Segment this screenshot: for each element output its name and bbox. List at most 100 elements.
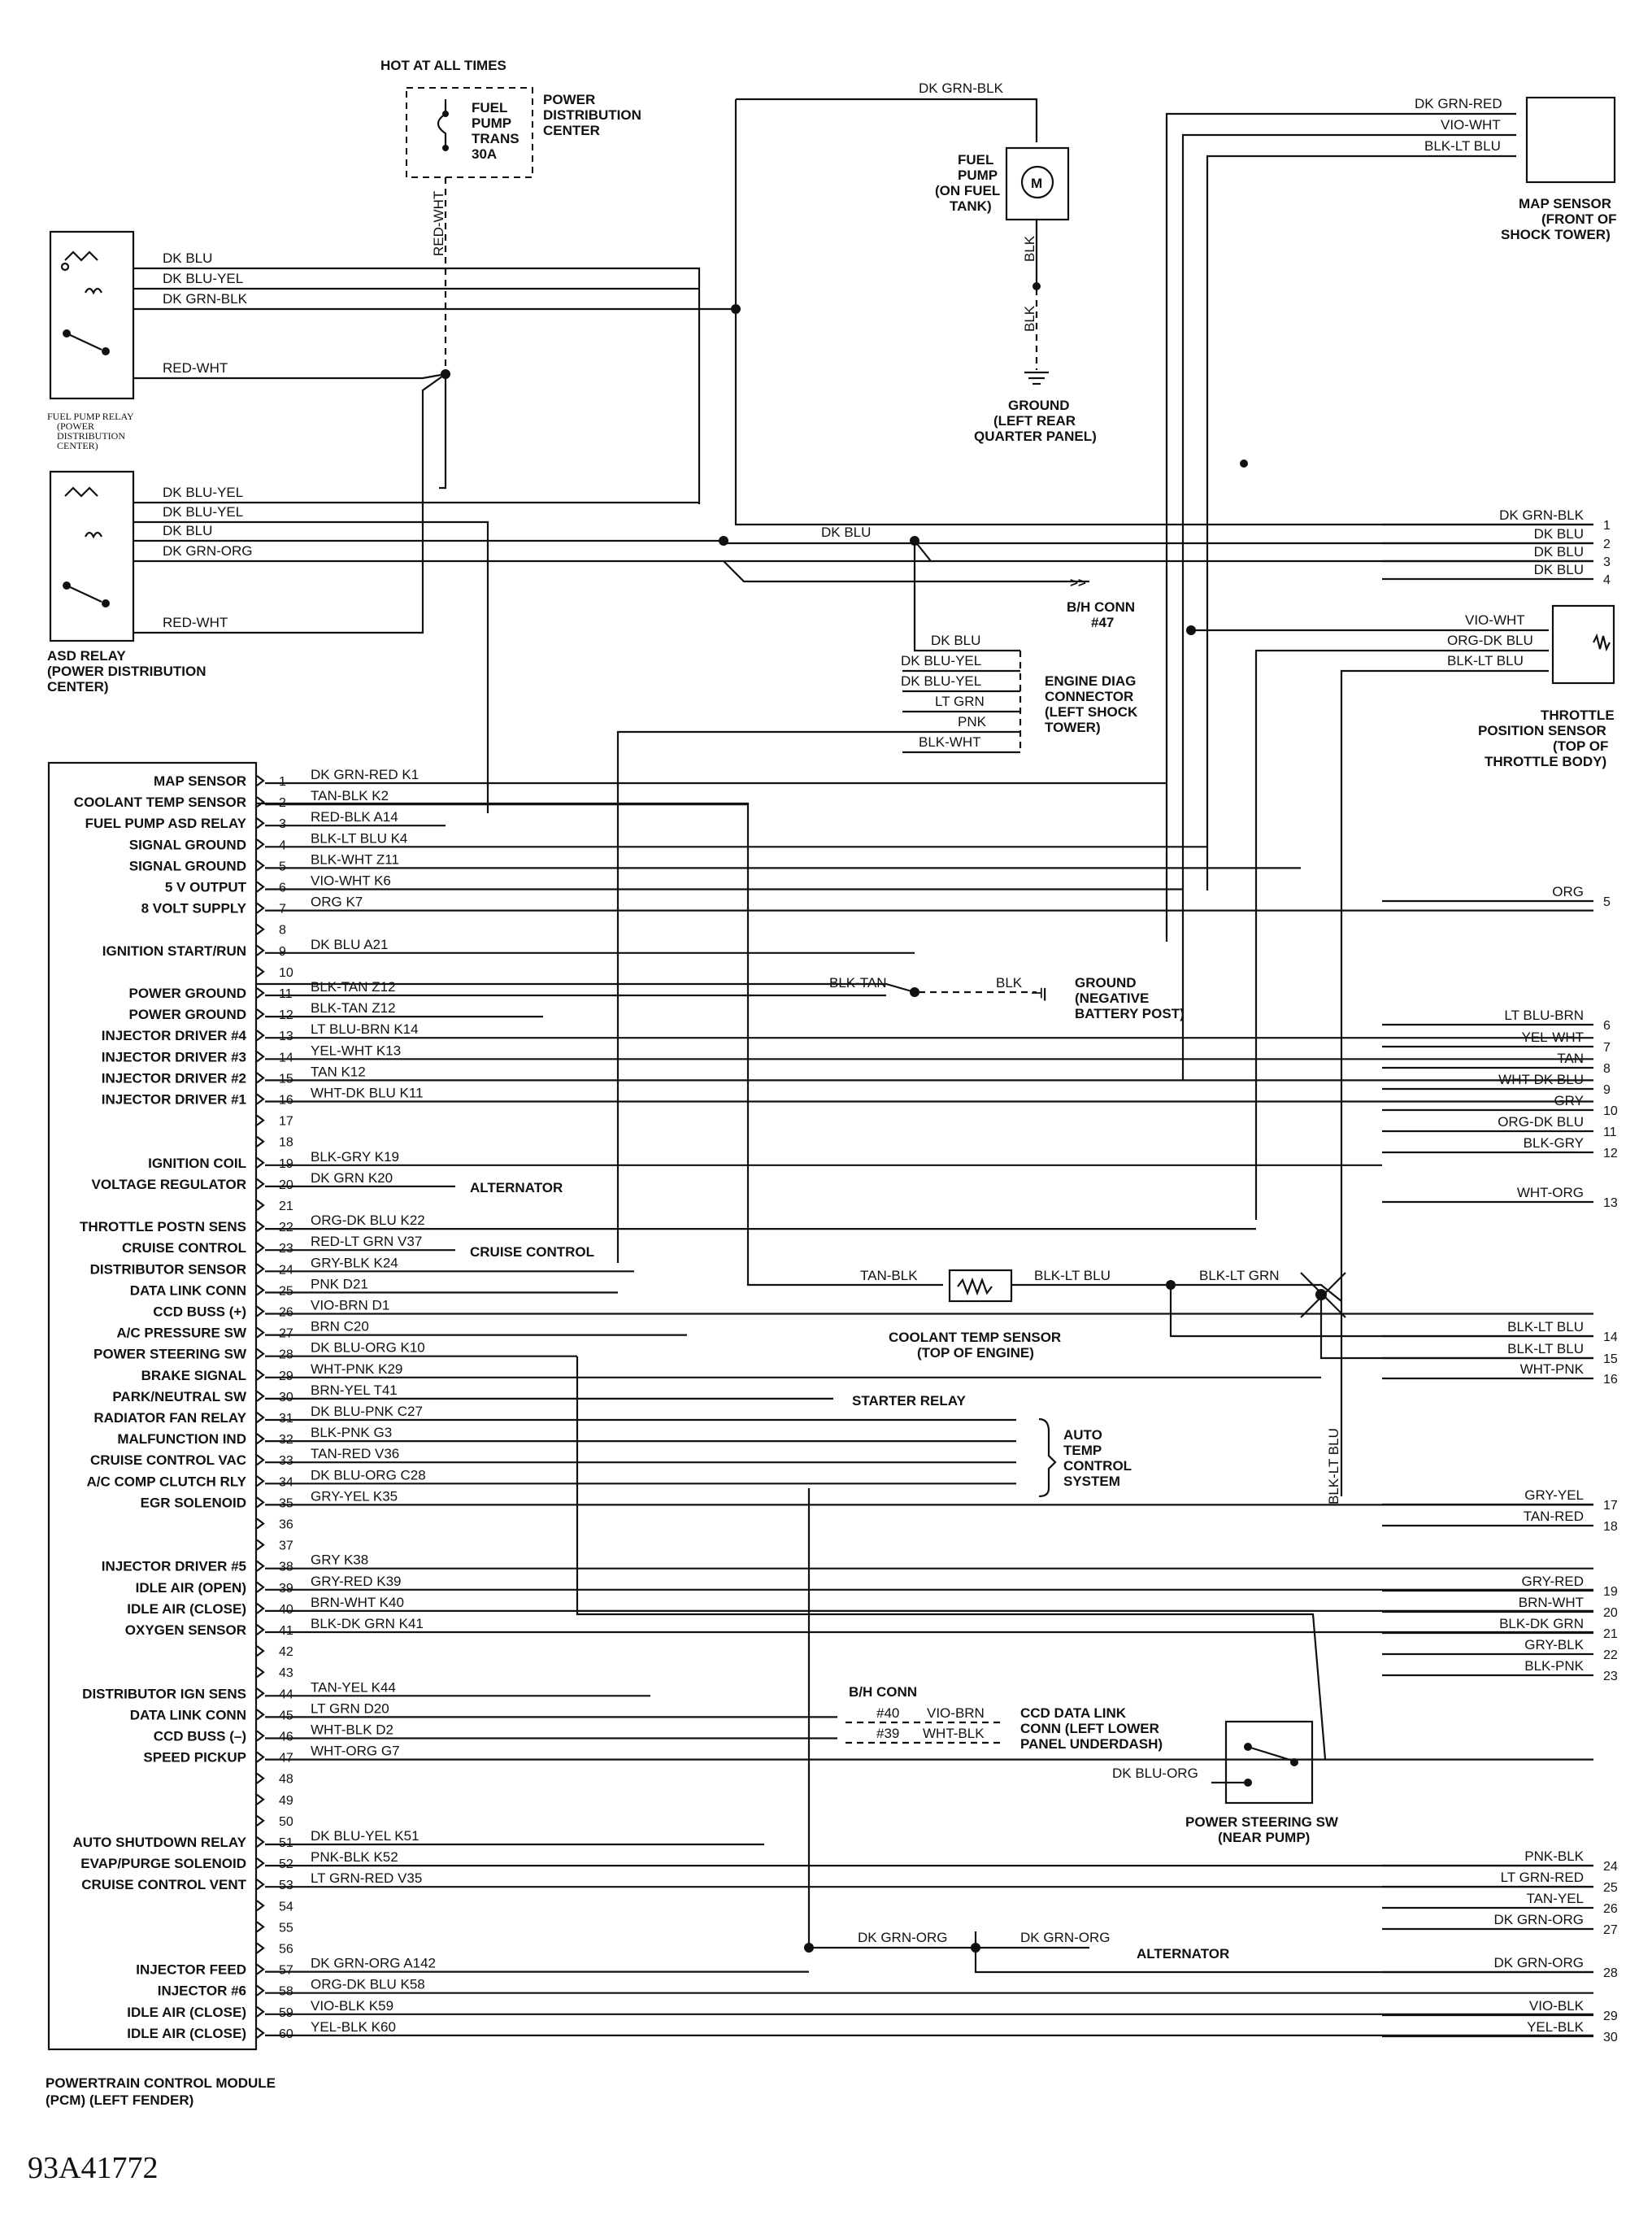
pcm-pin-chevron [256, 1391, 265, 1402]
right-edge-number: 17 [1603, 1499, 1618, 1513]
right-edge-wire-label: DK BLU [1534, 526, 1584, 542]
pcm-pin-wire-label: PNK D21 [311, 1276, 368, 1291]
pcm-pin-wire-label: TAN-BLK K2 [311, 788, 389, 803]
right-edge-number: 10 [1603, 1104, 1618, 1118]
pcm-pin-chevron [256, 1475, 265, 1487]
right-edge-number: 24 [1603, 1860, 1618, 1874]
pcm-pin-chevron [256, 1454, 265, 1466]
pdc-line-1: POWER [543, 92, 595, 107]
map-blk-lt-blu-wire [1206, 155, 1516, 890]
fr-splice [731, 304, 741, 314]
gn-line-3: BATTERY POST) [1075, 1006, 1185, 1021]
auto-temp-line-4: SYSTEM [1063, 1474, 1120, 1489]
alt2-branch [974, 1931, 1593, 1974]
pcm-pin-chevron [256, 1433, 265, 1444]
pcm-pin-function: DATA LINK CONN [130, 1282, 246, 1298]
figure-code: 93A41772 [28, 2151, 158, 2185]
pcm-pin-chevron [256, 1539, 265, 1551]
pcm-pin-wire-label: DK BLU-ORG K10 [311, 1340, 425, 1356]
alternator-label: ALTERNATOR [470, 1180, 563, 1195]
pcm-pin-row: 48 [256, 1773, 293, 1787]
relay-coil-icon [60, 250, 110, 355]
pcm-pin-function: DISTRIBUTOR SENSOR [90, 1261, 246, 1277]
ed-wire-2-label: DK BLU-YEL [901, 653, 981, 668]
pcm-pin-number: 43 [279, 1666, 293, 1680]
pcm-pin-chevron [256, 1942, 265, 1954]
right-edge-number: 20 [1603, 1606, 1618, 1620]
pcm-pin-row: 55 [256, 1921, 293, 1935]
pcm-pin-number: 60 [279, 2027, 293, 2041]
ed-dk-blu-branch [914, 540, 932, 562]
pdc-line-2: DISTRIBUTION [543, 107, 641, 123]
pcm-pin-number: 51 [279, 1836, 293, 1850]
right-edge-wire-label: DK BLU [1534, 562, 1584, 577]
pcm-pin-wire-label: BRN C20 [311, 1319, 369, 1335]
pcm-pin-chevron [256, 944, 265, 956]
pcm-pin-row: 56 [256, 1942, 293, 1957]
pcm-pin-wire-label: WHT-DK BLU K11 [311, 1086, 424, 1101]
pcm-pin-row: 8 [256, 924, 286, 938]
pcm-subtitle: (PCM) (LEFT FENDER) [46, 2092, 193, 2108]
stray-dot [1240, 459, 1248, 468]
right-edge-wire-label: VIO-BLK [1529, 1998, 1585, 2014]
pcm-pin-chevron [256, 1114, 265, 1126]
pcm-pin-function: MAP SENSOR [154, 773, 246, 789]
pcm-pin-number: 17 [279, 1115, 293, 1129]
bh-conn-arrow: >> [1070, 575, 1086, 590]
pcm-pin-number: 28 [279, 1348, 293, 1362]
right-edge-wire-label: WHT-DK BLU [1498, 1072, 1584, 1087]
pcm-pin-number: 49 [279, 1794, 293, 1808]
pcm-pin-chevron [256, 860, 265, 872]
pcm-pin-wire-label: ORG K7 [311, 895, 363, 910]
fuel-pump-wire-top [736, 98, 1038, 142]
pcm-pin-function: IGNITION START/RUN [102, 943, 246, 959]
pcm-pin-number: 11 [279, 987, 293, 1001]
pcm-pin-number: 32 [279, 1433, 293, 1447]
pcm-pin-row: 17 [256, 1114, 293, 1129]
pcm-pin-wire-label: VIO-BRN D1 [311, 1298, 389, 1313]
right-edge-wire-label: GRY-BLK [1524, 1637, 1584, 1652]
pcm-pin-chevron [256, 1093, 265, 1105]
fr-wire-3-label: DK GRN-BLK [163, 291, 248, 307]
asd-wire-4-label: DK GRN-ORG [163, 543, 253, 559]
pcm-pin-chevron [256, 1687, 265, 1700]
right-edge-number: 25 [1603, 1881, 1618, 1895]
right-edge-wire-label: LT BLU-BRN [1504, 1008, 1584, 1023]
pcm-pin-number: 18 [279, 1136, 293, 1150]
coolant-vert-label: BLK-LT BLU [1326, 1428, 1341, 1504]
tps-resistor-icon [1593, 633, 1611, 652]
pcm-pin-wire-label: RED-LT GRN V37 [311, 1234, 422, 1249]
pcm-pin-number: 27 [279, 1327, 293, 1341]
pump-splice [1032, 282, 1041, 290]
pcm-pin-function: OXYGEN SENSOR [125, 1622, 246, 1638]
pcm-pin-function: EGR SOLENOID [141, 1495, 246, 1510]
pcm-pin-function: CCD BUSS (+) [153, 1304, 246, 1320]
asd-red-wht-wire [133, 373, 446, 634]
pcm-pin-wire-label: WHT-ORG G7 [311, 1744, 400, 1759]
alt2-splice-1 [804, 1943, 814, 1953]
right-edge-wire-label: ORG [1552, 884, 1584, 899]
ground-wire-b: BLK [996, 975, 1023, 991]
pcm-pin-function: INJECTOR FEED [136, 1962, 246, 1978]
ccd-p39: #39 [876, 1726, 899, 1741]
pcm-pin-wire-label: DK GRN-ORG A142 [311, 1956, 436, 1971]
right-edge-number: 23 [1603, 1670, 1618, 1683]
pcm-pin-chevron [256, 881, 265, 893]
fuel-relay-line-4: CENTER) [57, 440, 98, 451]
